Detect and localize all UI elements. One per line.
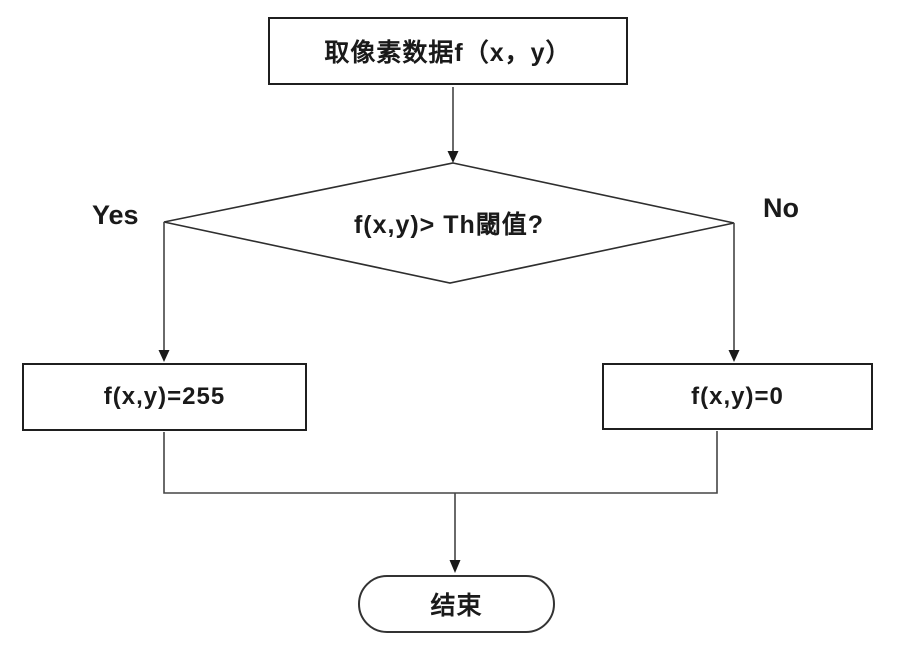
arrow-head-no: [728, 350, 740, 362]
branch-label-no: No: [763, 193, 799, 223]
connector-merge: [163, 431, 718, 494]
node-start: 取像素数据f（x，y）: [268, 17, 628, 85]
decision-diamond-shape: [163, 162, 735, 284]
arrow-head-end: [449, 560, 461, 573]
branch-label-yes: Yes: [92, 200, 139, 230]
node-end: 结束: [358, 575, 555, 633]
arrow-head-decision: [447, 151, 459, 163]
node-decision-label: f(x,y)> Th閾值?: [353, 211, 545, 239]
node-result-yes: f(x,y)=255: [22, 363, 307, 431]
arrow-head-yes: [158, 350, 170, 362]
node-result-no: f(x,y)=0: [602, 363, 873, 430]
